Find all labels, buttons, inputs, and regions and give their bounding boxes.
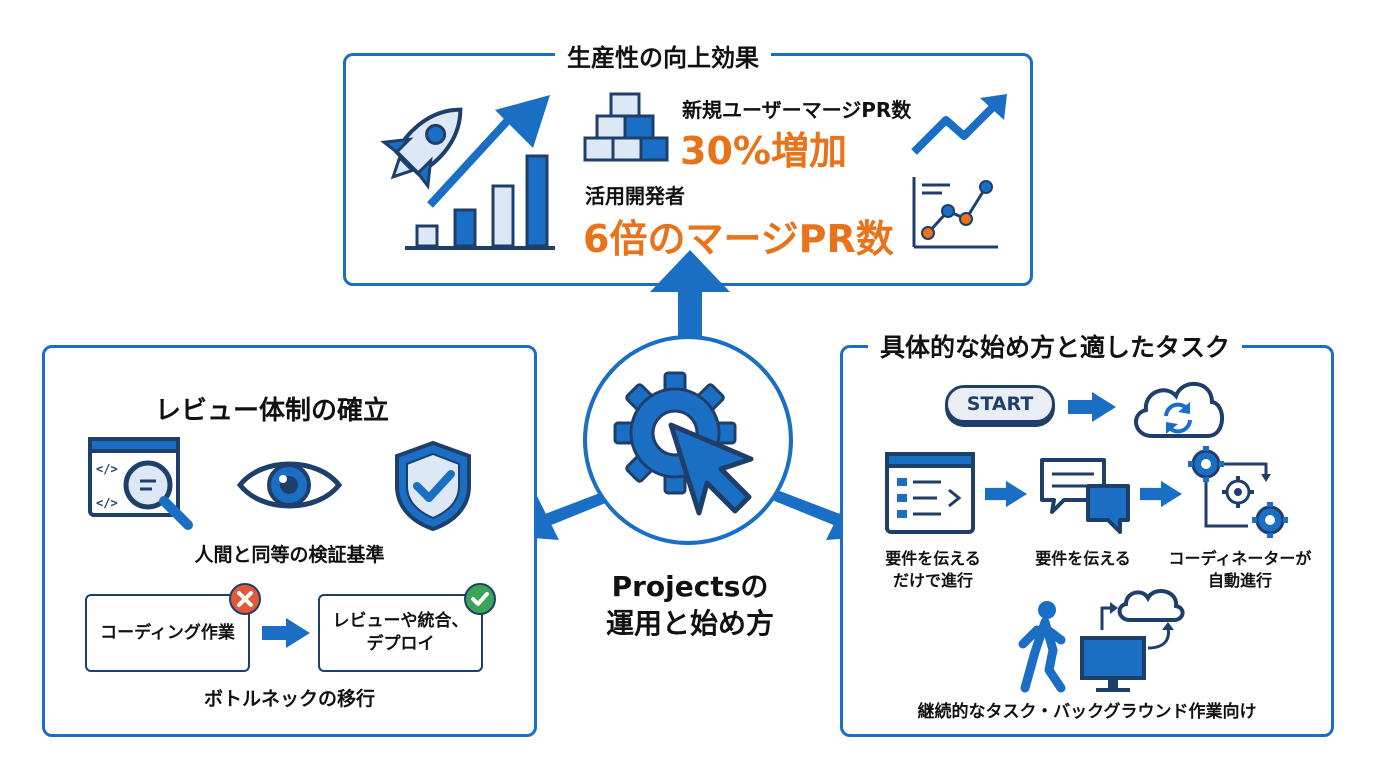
rocket-icon — [380, 107, 463, 190]
error-x-icon — [229, 583, 261, 615]
stat1-label: 新規ユーザーマージPR数 — [682, 98, 912, 122]
step2-label: 要件を伝える — [1035, 549, 1131, 568]
svg-text:</>: </> — [96, 496, 118, 510]
trend-up-icon — [911, 94, 1007, 155]
start-button: START — [945, 385, 1055, 423]
code-search-icon: </> </> — [88, 437, 193, 530]
coding-work-label: コーディング作業 — [100, 622, 235, 643]
cloud-sync-icon — [1134, 381, 1225, 438]
step1-label-line2: だけで進行 — [892, 571, 973, 590]
step1-label-line1: 要件を伝える — [885, 549, 981, 568]
arrow-right-icon — [262, 618, 310, 648]
stat2-value: 6倍のマージPR数 — [583, 217, 894, 261]
coding-work-box: コーディング作業 — [85, 594, 250, 672]
arrow-right-icon — [1140, 480, 1182, 508]
tasks-title: 具体的な始め方と適したタスク — [868, 328, 1243, 364]
arrow-right-icon — [985, 480, 1027, 508]
step3-label-line1: コーディネーターが — [1168, 549, 1312, 568]
review-deploy-box: レビューや統合、 デプロイ — [318, 594, 483, 672]
arrow-up-to-productivity — [650, 250, 730, 343]
review-caption-standard: 人間と同等の検証基準 — [194, 544, 385, 566]
bottleneck-caption: ボトルネックの移行 — [203, 688, 375, 710]
center-title-line2: 運用と始め方 — [605, 607, 774, 640]
svg-text:</>: </> — [96, 462, 118, 476]
center-title-line1: Projectsの — [611, 570, 769, 603]
stat1-value: 30%増加 — [680, 129, 847, 173]
review-deploy-label-line2: デプロイ — [366, 634, 435, 654]
review-title: レビュー体制の確立 — [155, 396, 390, 426]
review-deploy-label-line1: レビューや統合、 — [332, 611, 469, 632]
monitor-cloud-icon — [1080, 589, 1185, 692]
chat-bubbles-icon — [1040, 458, 1130, 534]
checklist-window-icon — [885, 452, 975, 534]
productivity-title: 生産性の向上効果 — [555, 38, 771, 73]
stat2-label: 活用開発者 — [585, 184, 685, 208]
line-chart-icon — [912, 177, 998, 249]
eye-icon — [236, 461, 343, 509]
walking-person-icon — [1018, 601, 1066, 693]
shield-check-icon — [395, 440, 471, 532]
check-icon — [464, 583, 496, 615]
gears-workflow-icon — [1188, 446, 1288, 538]
growth-bar-chart-icon — [405, 95, 555, 250]
step3-label-line2: 自動進行 — [1207, 571, 1272, 590]
tasks-caption: 継続的なタスク・バックグラウンド作業向け — [917, 702, 1257, 722]
arrow-right-icon — [1068, 392, 1116, 422]
gear-cursor-icon — [613, 371, 754, 516]
stacked-boxes-icon — [583, 92, 669, 162]
